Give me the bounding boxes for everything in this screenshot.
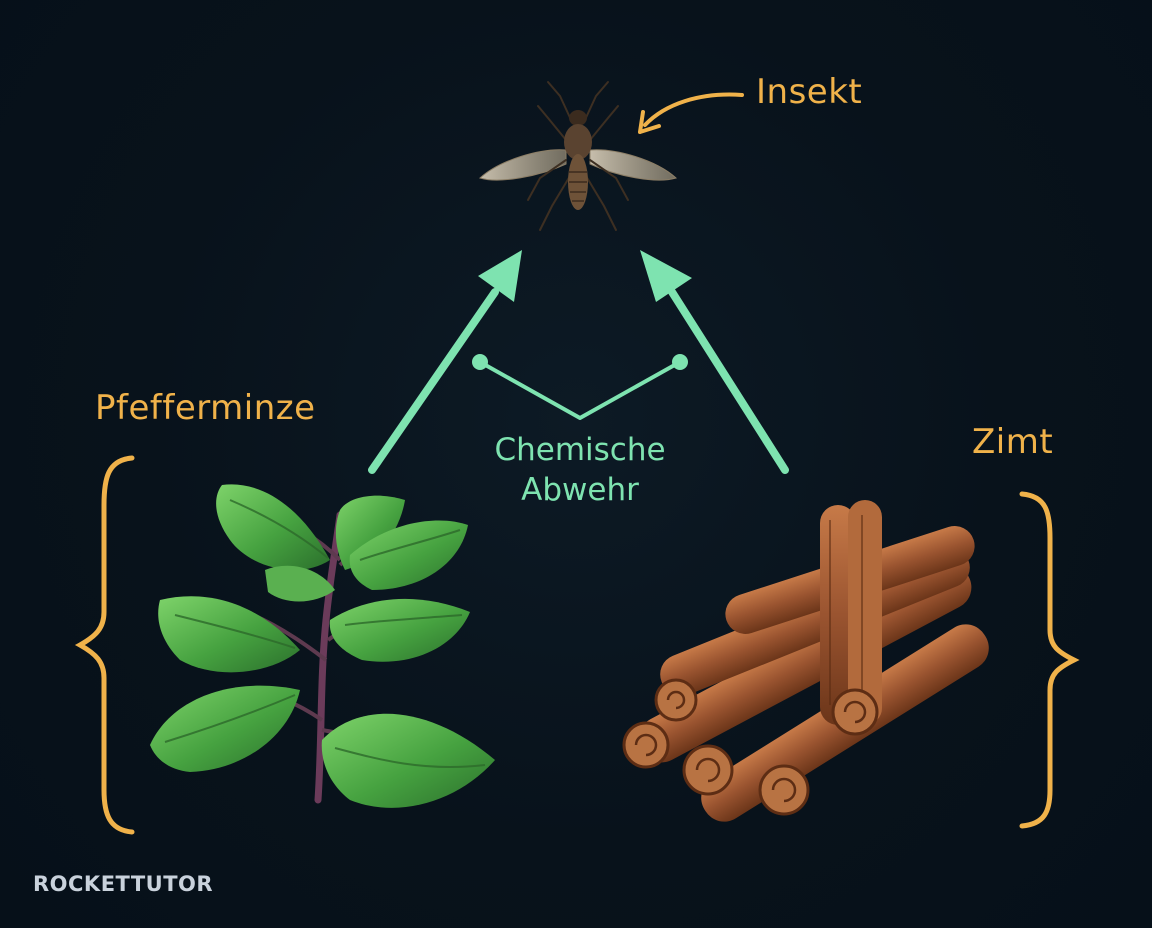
defense-label-line1: Chemische	[494, 432, 666, 468]
mosquito-icon	[479, 81, 677, 231]
insect-pointer-arrow	[638, 92, 744, 134]
defense-arrow-left	[368, 250, 522, 474]
peppermint-label: Pfefferminze	[95, 388, 316, 428]
chemical-defense-label: Chemische Abwehr	[470, 430, 690, 510]
insect-label: Insekt	[756, 72, 863, 112]
cinnamon-label: Zimt	[972, 422, 1054, 462]
mint-leaves-icon	[150, 484, 495, 808]
defense-label-line2: Abwehr	[521, 472, 639, 508]
defense-arrow-right	[640, 250, 789, 474]
brand-logo: ROCKETTUTOR	[33, 872, 214, 896]
molecule-connector	[472, 354, 688, 420]
left-brace	[74, 455, 135, 835]
right-brace	[1019, 491, 1080, 829]
cinnamon-sticks-icon	[622, 500, 989, 822]
